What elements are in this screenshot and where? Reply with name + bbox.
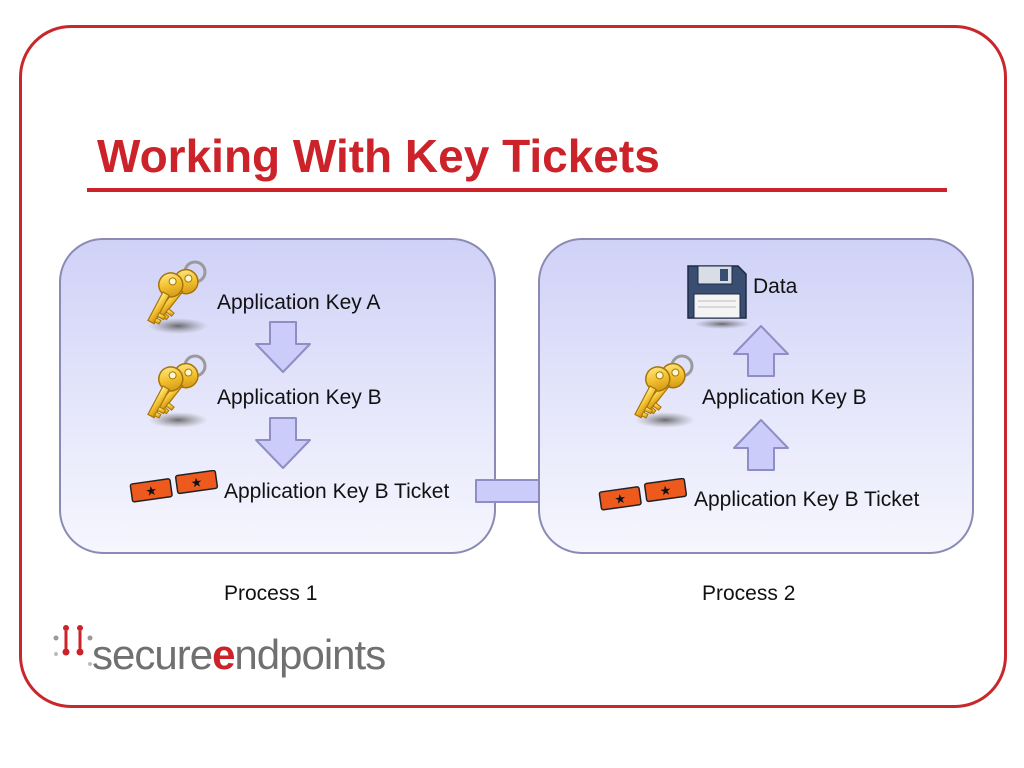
logo-wordmark: secureendpoints [92, 629, 386, 681]
logo-text-secure: secure [92, 631, 213, 678]
process-1-key-b-label: Application Key B [217, 386, 382, 409]
process-2-caption: Process 2 [702, 582, 796, 605]
keys-icon [133, 352, 223, 432]
process-1-panel [59, 238, 496, 554]
keys-icon [620, 352, 710, 432]
company-logo: secureendpoints [50, 620, 430, 690]
process-2-key-b-label: Application Key B [702, 386, 867, 409]
arrow-down-icon [253, 320, 313, 374]
slide-frame [19, 25, 1007, 708]
logo-text-e: e [212, 631, 235, 678]
logo-text-ndpoints: ndpoints [234, 631, 386, 678]
ticket-icon [127, 470, 223, 504]
process-1-ticket-label: Application Key B Ticket [224, 480, 450, 503]
arrow-down-icon [253, 416, 313, 470]
ticket-icon [596, 478, 692, 512]
logo-mark-icon [53, 625, 93, 666]
process-1-caption: Process 1 [224, 582, 318, 605]
title-underline [87, 188, 947, 192]
process-2-data-label: Data [753, 275, 798, 298]
slide-title: Working With Key Tickets [97, 130, 660, 182]
process-2-ticket-label: Application Key B Ticket [694, 488, 920, 511]
arrow-up-icon [731, 418, 791, 472]
keys-icon [133, 258, 223, 338]
floppy-disk-icon [682, 260, 752, 330]
process-1-key-a-label: Application Key A [217, 291, 381, 314]
arrow-up-icon [731, 324, 791, 378]
